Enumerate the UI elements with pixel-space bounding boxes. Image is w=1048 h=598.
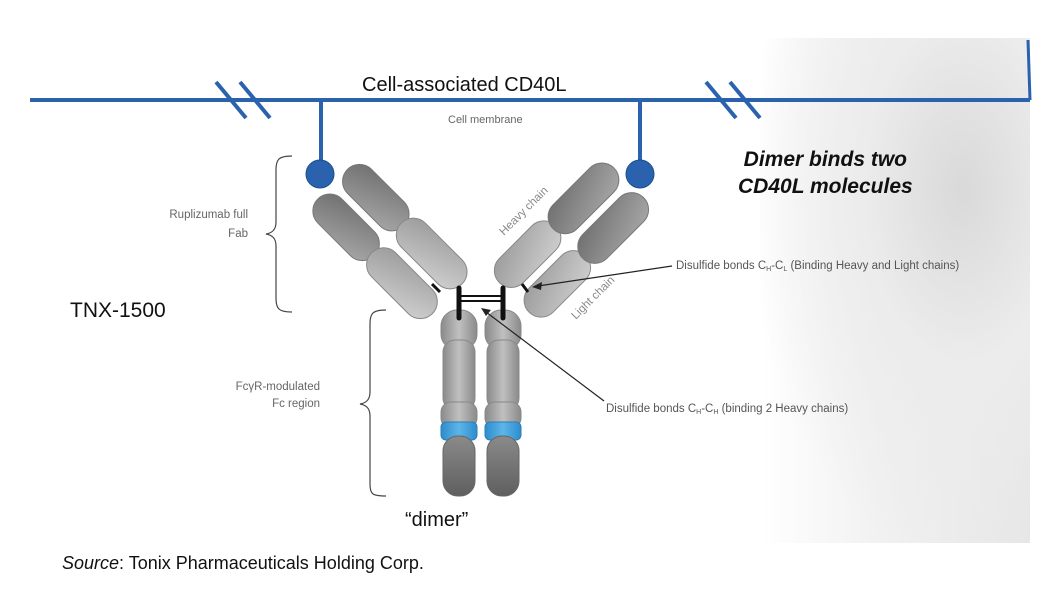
fc-brace (359, 309, 387, 497)
cell-membrane-line (30, 39, 1032, 120)
cell-membrane-label: Cell membrane (448, 114, 523, 126)
break-mark-right-1 (704, 80, 738, 120)
fab-label-line2: Fab (228, 228, 248, 240)
fc-region-label: FcγR-modulated Fc region (190, 379, 320, 413)
dimer-binding-note: Dimer binds two CD40L molecules (738, 146, 913, 200)
fab-brace (265, 155, 293, 313)
disulfide-hh-label: Disulfide bonds CH-CH (binding 2 Heavy c… (606, 403, 849, 416)
fc-label-line1: FcγR-modulated (235, 381, 320, 393)
diagram-title: Cell-associated CD40L (362, 74, 567, 96)
left-fab-arm (312, 163, 468, 320)
source-text: : Tonix Pharmaceuticals Holding Corp. (119, 553, 424, 573)
molecule-name: TNX-1500 (70, 299, 166, 322)
background-lab-image (760, 38, 1030, 543)
right-fab-arm (493, 162, 650, 318)
fab-label-line1: Ruplizumab full (169, 209, 248, 221)
break-mark-left-2 (238, 80, 272, 120)
arrow-hl (532, 265, 673, 290)
fab-region-label: Ruplizumab full Fab (130, 206, 248, 244)
cd40l-left (305, 100, 335, 189)
disulfide-hl-left (430, 282, 442, 294)
disulfide-hl-right (520, 283, 530, 293)
dimer-note-line1: Dimer binds two (743, 148, 908, 171)
disulfide-hl-label: Disulfide bonds CH-CL (Binding Heavy and… (676, 260, 960, 273)
fc-label-line2: Fc region (272, 398, 320, 410)
source-citation: Source: Tonix Pharmaceuticals Holding Co… (62, 553, 424, 574)
cd40l-right (625, 100, 655, 189)
source-label: Source (62, 553, 120, 573)
dimer-caption: “dimer” (405, 509, 469, 531)
break-mark-right-2 (728, 80, 762, 120)
break-mark-left-1 (214, 80, 248, 120)
arrow-hh (481, 308, 605, 402)
fc-region (440, 309, 522, 497)
disulfide-hh-bonds (456, 285, 506, 321)
dimer-note-line2: CD40L molecules (738, 175, 913, 198)
